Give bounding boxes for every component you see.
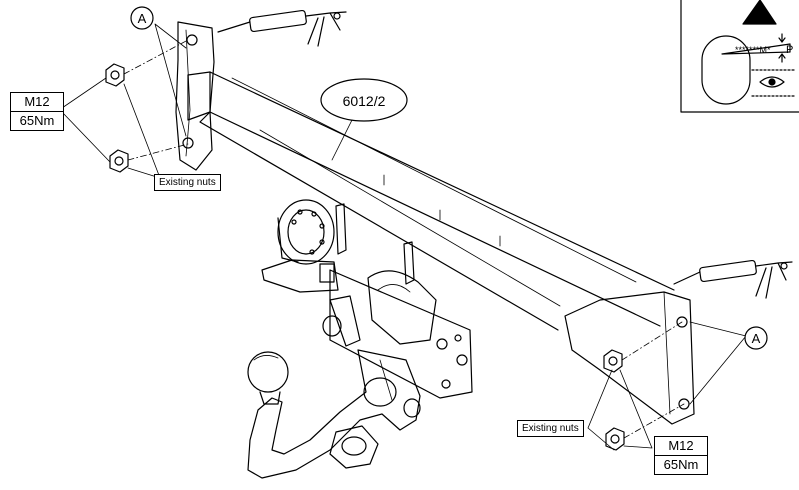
existing-nuts-label-right: Existing nuts <box>517 420 584 437</box>
right-nuts <box>587 321 747 451</box>
towbar-plate-outline <box>701 35 751 105</box>
nut-icon <box>605 427 625 451</box>
inspect-eye-icon <box>751 69 796 97</box>
torque-thread: M12 <box>11 93 63 112</box>
callout-a-text: A <box>752 331 761 346</box>
nut-icon <box>109 149 129 173</box>
torque-value: 65Nm <box>663 457 699 472</box>
left-bracket <box>175 21 215 171</box>
warning-triangle-icon: ! <box>742 0 777 26</box>
socket-plate <box>261 199 339 293</box>
torque-box-right: M12 65Nm <box>654 436 708 475</box>
callout-a-left: A <box>130 6 154 30</box>
torque-value: 65Nm <box>19 113 55 128</box>
right-bracket <box>564 291 695 425</box>
marking-pointer-icon <box>721 43 791 55</box>
sealant-gun-icon-right <box>673 259 793 299</box>
tow-ball-neck <box>247 295 421 479</box>
left-nuts <box>61 23 189 179</box>
warning-symbol: ! <box>756 9 761 26</box>
part-number: 6012/2 <box>343 93 386 109</box>
tow-ball <box>247 351 289 393</box>
nut-icon <box>105 63 125 87</box>
nut-icon <box>603 349 623 373</box>
warning-inset: ! *******M* P <box>680 0 799 113</box>
callout-a-right: A <box>744 326 768 350</box>
marking-p: P <box>786 44 793 56</box>
sealant-gun-icon-top <box>217 9 347 47</box>
crossbar-beam <box>187 71 675 331</box>
callout-a-text: A <box>138 11 147 26</box>
part-number-callout: 6012/2 <box>320 78 408 161</box>
torque-box-left: M12 65Nm <box>10 92 64 131</box>
existing-nuts-label-left: Existing nuts <box>154 174 221 191</box>
marking-text: *******M* <box>735 45 771 55</box>
torque-thread: M12 <box>655 437 707 456</box>
center-mount <box>329 203 473 399</box>
